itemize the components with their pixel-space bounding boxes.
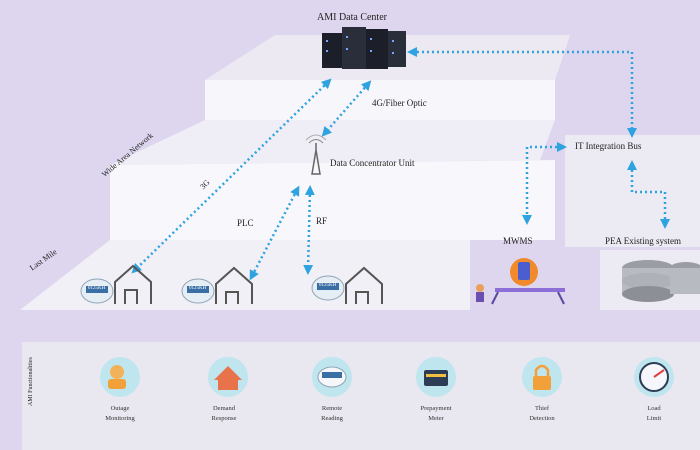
card-icon — [416, 357, 456, 397]
function-demand-response: Demand Response — [211, 405, 237, 422]
mwms-label: MWMS — [503, 236, 533, 246]
network-links — [131, 47, 670, 281]
lock-icon — [522, 357, 562, 397]
functionalities-label: AMI Functionalities — [28, 357, 34, 406]
function-load-limit: Load Limit — [646, 405, 662, 422]
database-icon — [622, 260, 700, 302]
worker-icon — [100, 357, 140, 397]
function-outage-monitoring: Outage Monitoring — [105, 405, 135, 422]
pea-label: PEA Existing system — [605, 236, 682, 246]
function-prepayment-meter: Prepayment Meter — [420, 405, 452, 422]
functionalities-panel — [22, 342, 700, 450]
dcu-label: Data Concentrator Unit — [330, 158, 415, 168]
meter-icons — [80, 275, 345, 304]
rf-label: RF — [316, 216, 328, 226]
server-rack-icon — [322, 27, 406, 69]
function-remote-reading: Remote Reading — [321, 405, 343, 422]
it-bus-label: IT Integration Bus — [575, 141, 642, 151]
fiber-label: 4G/Fiber Optic — [372, 98, 427, 108]
house-icon — [208, 357, 248, 397]
meter-reading: 0125KH — [319, 283, 337, 288]
plc-label: PLC — [237, 218, 254, 228]
meter-reading: 0125KH — [88, 286, 106, 291]
gauge-icon — [634, 357, 674, 397]
mwms-icon — [476, 258, 565, 305]
function-thief-detection: Thief Detection — [529, 405, 555, 422]
meter-icon — [312, 357, 352, 397]
house-icons — [114, 264, 383, 304]
data-center-title: AMI Data Center — [317, 12, 387, 23]
meter-reading: 0125KH — [189, 286, 207, 291]
